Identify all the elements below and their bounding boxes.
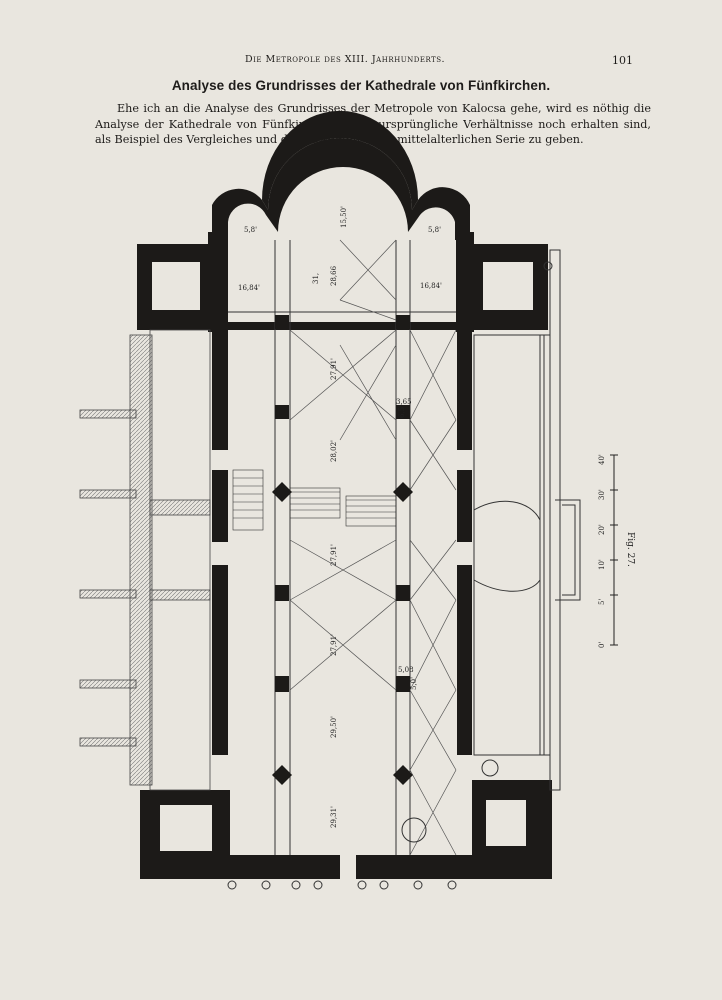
outer-walls (137, 232, 552, 879)
scale-label: 0' (598, 642, 606, 648)
dim-label: 29,50' (330, 716, 338, 738)
running-head-title: Die Metropole des XIII. Jahrhunderts. (245, 54, 446, 65)
dim-label: 5,8' (244, 226, 257, 234)
dim-label: 5,0' (410, 677, 418, 690)
dim-label: 16,84' (420, 282, 442, 290)
dim-label: 6,5' (398, 405, 406, 418)
scale-label: 5' (598, 599, 606, 605)
apse (212, 110, 470, 240)
scale-label: 40' (598, 454, 606, 465)
spiral-stairs (401, 759, 499, 843)
dim-label: 28,66 (330, 265, 338, 286)
steps (232, 469, 397, 531)
dim-label: 16,84' (238, 284, 260, 292)
dim-label: 5,8' (428, 226, 441, 234)
dim-label: 28,02' (330, 440, 338, 462)
dim-label: 27,91' (330, 358, 338, 380)
left-buttresses (79, 329, 211, 791)
vault-ribs (289, 239, 457, 856)
dim-label: 31, (312, 273, 320, 284)
base-circles (227, 261, 553, 890)
scale-label: 20' (598, 524, 606, 535)
scale-bar (610, 454, 618, 646)
scale-label: 30' (598, 489, 606, 500)
dim-label: 15,50' (340, 206, 348, 228)
piers (272, 315, 413, 785)
figure-label: Fig. 27. (625, 532, 635, 567)
page-number: 101 (612, 54, 633, 67)
scale-label: 10' (598, 559, 606, 570)
dim-label: 5,08 (398, 666, 414, 674)
dim-label: 27,91' (330, 634, 338, 656)
side-chapels (473, 249, 581, 791)
running-head: Die Metropole des XIII. Jahrhunderts. 10… (0, 54, 722, 70)
section-heading: Analyse des Grundrisses der Kathedrale v… (171, 78, 551, 93)
dim-label: 27,91' (330, 544, 338, 566)
nave-arcades (228, 240, 456, 855)
dim-label: 29,31' (330, 806, 338, 828)
dim-label: 3,65 (396, 398, 412, 406)
